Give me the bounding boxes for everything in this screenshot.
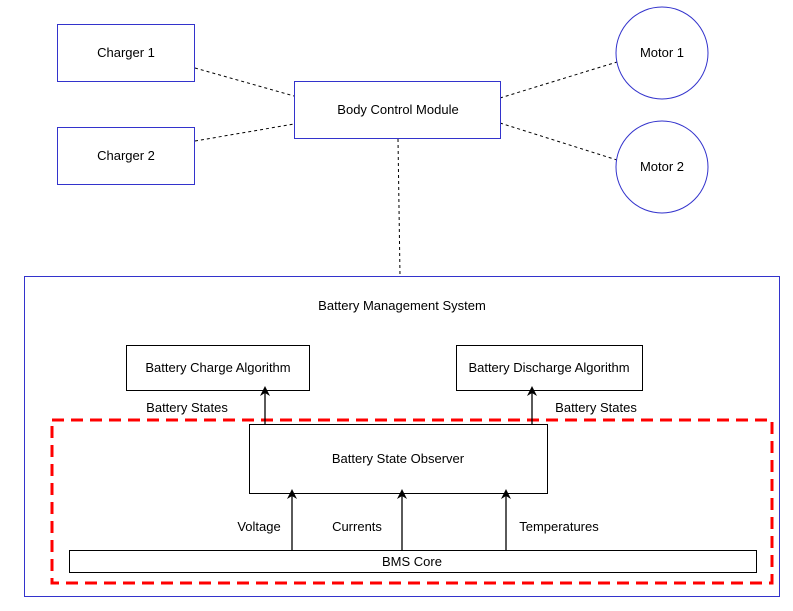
core-box	[69, 550, 757, 573]
currents-label: Currents	[332, 519, 382, 534]
charger1-label: Charger 1	[97, 45, 155, 60]
motor2-label: Motor 2	[640, 159, 684, 174]
observer-label: Battery State Observer	[332, 451, 465, 466]
motor1-label: Motor 1	[640, 45, 684, 60]
voltage-label: Voltage	[237, 519, 280, 534]
states-right-label: Battery States	[555, 400, 637, 415]
core-label: BMS Core	[382, 554, 442, 569]
motor1-circle	[615, 6, 709, 100]
charger1-box	[57, 24, 195, 82]
connectors	[194, 61, 618, 277]
discharge-algo-box	[456, 345, 643, 391]
charge-algo-box	[126, 345, 310, 391]
charger2-label: Charger 2	[97, 148, 155, 163]
observer-highlight-region	[50, 418, 774, 585]
arrows	[260, 386, 537, 550]
bms-title: Battery Management System	[318, 298, 486, 313]
temperatures-label: Temperatures	[519, 519, 599, 534]
link-bcm-motor2	[499, 122, 618, 161]
link-charger1-bcm	[194, 67, 295, 97]
link-charger2-bcm	[194, 123, 295, 142]
observer-box	[249, 424, 548, 494]
link-bcm-bms	[397, 138, 401, 277]
discharge-algo-label: Battery Discharge Algorithm	[468, 360, 629, 375]
link-bcm-motor1	[499, 61, 618, 99]
bms-container	[24, 276, 780, 597]
bcm-label: Body Control Module	[337, 102, 458, 117]
bcm-box	[294, 81, 501, 139]
charger2-box	[57, 127, 195, 185]
motor2-circle	[615, 120, 709, 214]
charge-algo-label: Battery Charge Algorithm	[145, 360, 290, 375]
states-left-label: Battery States	[146, 400, 228, 415]
